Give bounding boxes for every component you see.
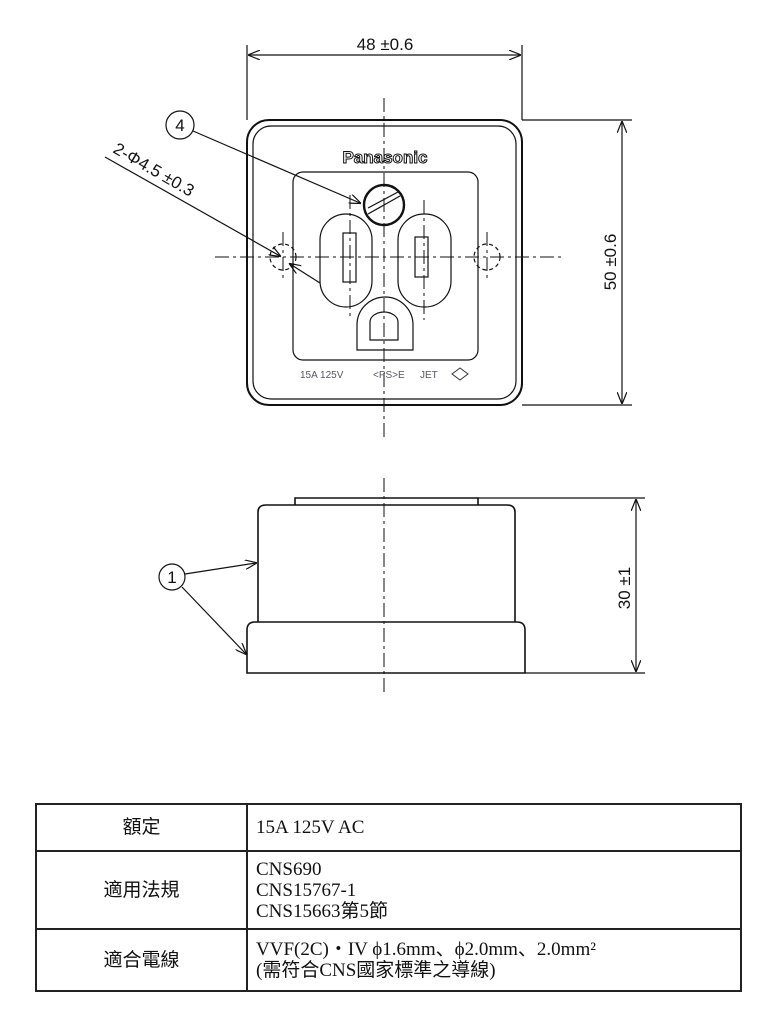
side-dimension-label: 30 ±1	[615, 567, 634, 609]
row-label: 適合電線	[35, 928, 248, 992]
callout-1-leader	[184, 563, 256, 575]
callout-1-label: 1	[167, 568, 176, 587]
rating-marking: 15A 125V <PS>E JET	[300, 367, 469, 381]
spec-table: 額定 15A 125V AC 適用法規 CNS690 CNS15767-1 CN…	[35, 803, 742, 992]
hole-callout-leader	[290, 264, 321, 284]
row-label: 適用法規	[35, 850, 248, 930]
hole-callout-label: 2-Φ4.5 ±0.3	[110, 139, 197, 200]
left-blade-slot	[319, 213, 373, 308]
side-height-dimension	[478, 497, 645, 674]
width-dimension-label: 48 ±0.6	[357, 35, 414, 54]
callout-1-circle	[158, 563, 186, 591]
value-line: 15A 125V AC	[256, 817, 365, 838]
technical-drawing: 48 ±0.6 50 ±0.6 2-Φ4.5 ±0.3 4 Panasonic …	[104, 35, 645, 692]
row-value: VVF(2C)・IV ϕ1.6mm、ϕ2.0mm、2.0mm² (需符合CNS國…	[246, 928, 742, 992]
brand-logo: Panasonic	[342, 148, 427, 167]
height-dimension	[522, 119, 632, 406]
value-line: CNS690	[256, 858, 322, 880]
jet-diamond-icon	[451, 367, 469, 381]
table-row: 適合電線 VVF(2C)・IV ϕ1.6mm、ϕ2.0mm、2.0mm² (需符…	[35, 928, 742, 992]
row-value: CNS690 CNS15767-1 CNS15663第5節	[246, 850, 742, 930]
hole-callout-leader	[104, 156, 280, 256]
marking-rating: 15A 125V	[300, 370, 344, 381]
marking-jet: JET	[420, 370, 438, 381]
callout-1-leader	[181, 586, 246, 654]
callout-4-leader	[192, 130, 360, 203]
table-row: 額定 15A 125V AC	[35, 803, 742, 852]
value-line: VVF(2C)・IV ϕ1.6mm、ϕ2.0mm、2.0mm²	[256, 939, 596, 960]
callout-4-label: 4	[175, 116, 184, 135]
marking-ps: <PS>E	[373, 370, 405, 381]
value-line: CNS15663第5節	[256, 900, 388, 922]
callout-4-circle	[165, 110, 195, 140]
value-line: CNS15767-1	[256, 879, 357, 901]
row-label: 額定	[35, 803, 248, 852]
outlet-side-view	[246, 497, 526, 674]
value-line: (需符合CNS國家標準之導線)	[256, 960, 496, 981]
row-value: 15A 125V AC	[246, 803, 742, 852]
width-dimension	[246, 45, 523, 120]
table-row: 適用法規 CNS690 CNS15767-1 CNS15663第5節	[35, 850, 742, 930]
ground-slot	[356, 296, 414, 351]
height-dimension-label: 50 ±0.6	[601, 234, 620, 291]
